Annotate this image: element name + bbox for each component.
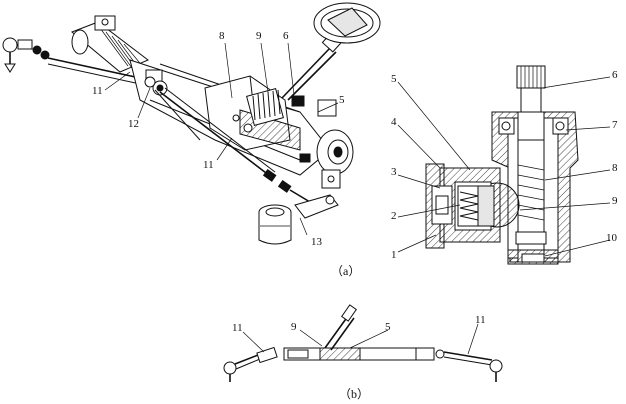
label-7: 7 — [612, 119, 618, 131]
upper-bearing — [498, 117, 569, 135]
label-9: 9 — [256, 30, 262, 42]
label-11-lower: 11 — [203, 159, 214, 171]
adjuster-plug — [425, 163, 453, 249]
bellows-boot — [71, 21, 149, 73]
caption-b: （b） — [339, 387, 370, 401]
leader-lines-a-left — [104, 42, 339, 236]
label-3: 3 — [391, 166, 397, 178]
input-shaft — [516, 65, 546, 113]
yoke-spring — [457, 185, 481, 227]
left-tie-rod-end — [2, 37, 50, 73]
rack-teeth-cutaway — [239, 88, 301, 151]
label-9-b: 9 — [291, 321, 297, 333]
label-10: 10 — [606, 232, 617, 244]
tie-rod-left — [47, 57, 141, 85]
label-13: 13 — [311, 236, 322, 248]
label-8-section: 8 — [612, 162, 618, 174]
steering-assembly-illustration — [2, 2, 381, 245]
caption-a: （a） — [331, 264, 361, 278]
lower-bracket — [321, 169, 341, 189]
steering-knuckle — [258, 194, 339, 245]
label-2: 2 — [391, 210, 397, 222]
label-11-upper: 11 — [92, 85, 103, 97]
fasteners — [232, 95, 311, 163]
label-11-b-right: 11 — [475, 314, 486, 326]
rack-yoke — [477, 185, 495, 227]
steering-wheel — [313, 2, 381, 44]
tie-rod-right — [154, 87, 311, 203]
label-5: 5 — [339, 94, 345, 106]
housing-end-cap — [316, 129, 354, 175]
label-9-section: 9 — [612, 195, 618, 207]
bottom-cap — [507, 249, 559, 265]
label-5-section: 5 — [391, 73, 397, 85]
label-6: 6 — [283, 30, 289, 42]
rack-assembly-b — [223, 304, 503, 382]
label-8: 8 — [219, 30, 225, 42]
label-12: 12 — [128, 118, 139, 130]
upper-bracket — [94, 15, 116, 31]
steering-gear-section — [397, 65, 611, 265]
label-11-b-left: 11 — [232, 322, 243, 334]
label-4: 4 — [391, 116, 397, 128]
label-1: 1 — [391, 249, 397, 261]
leader-lines-a-right — [397, 76, 611, 257]
label-5-b: 5 — [385, 321, 391, 333]
label-6-section: 6 — [612, 69, 618, 81]
pinion-shaft — [515, 111, 547, 263]
